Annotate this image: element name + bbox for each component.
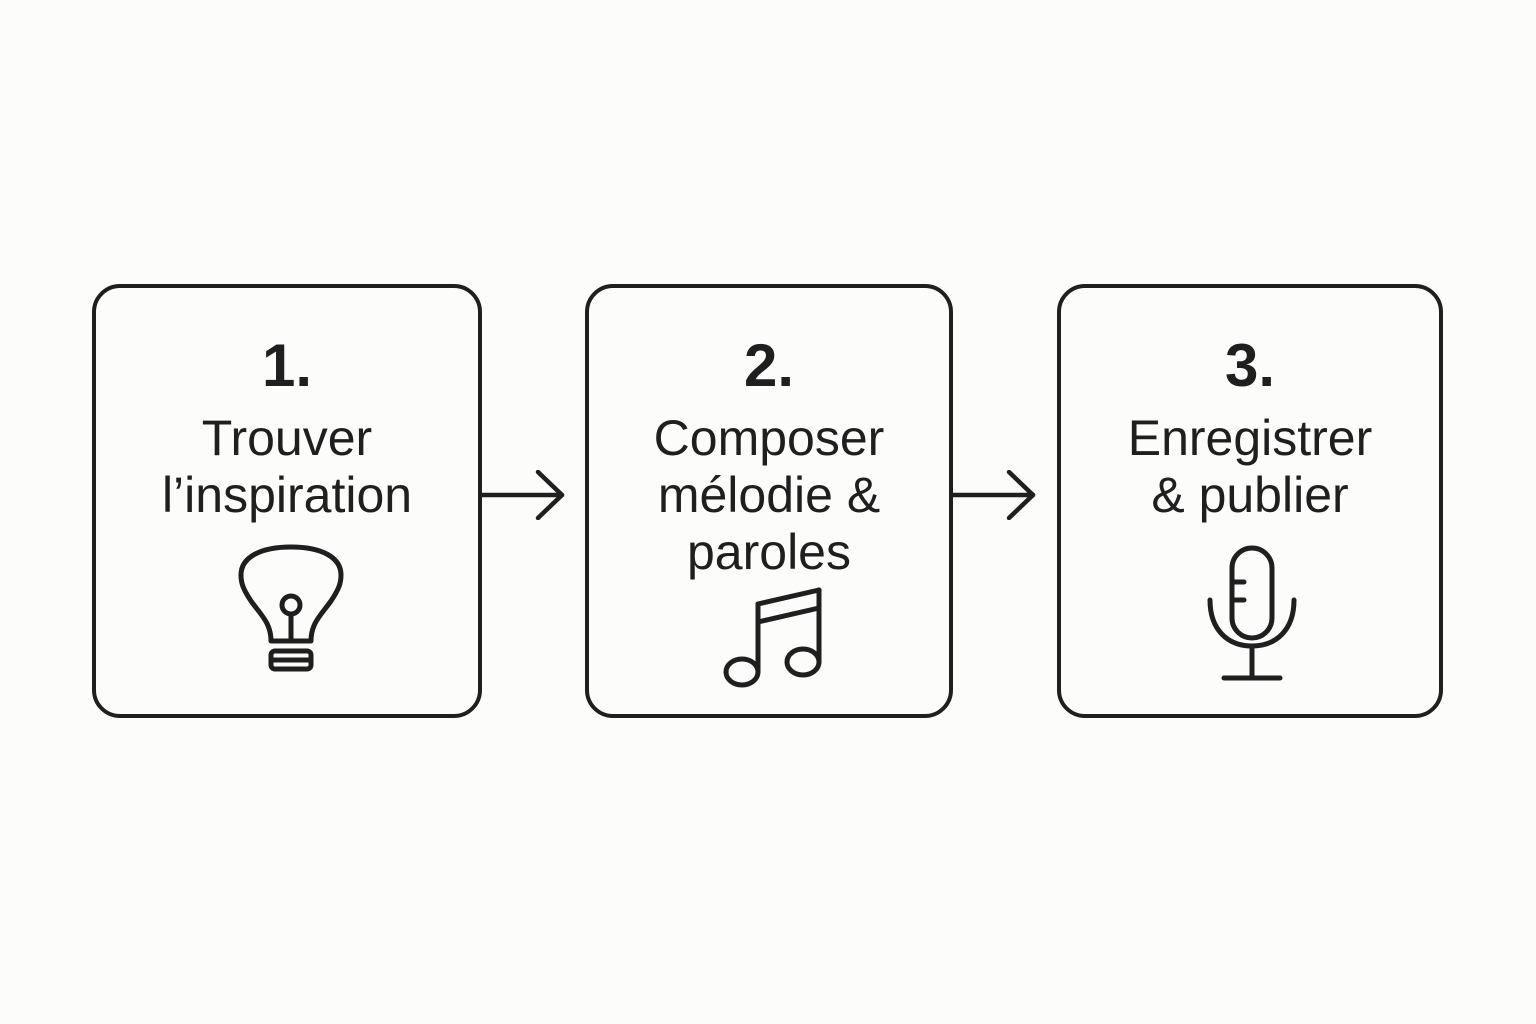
music-note-icon bbox=[723, 587, 822, 688]
step-title-line: mélodie & bbox=[657, 467, 881, 523]
step-title-line: Trouver bbox=[201, 410, 373, 466]
microphone-icon bbox=[1207, 545, 1297, 681]
arrow-right-icon bbox=[480, 470, 565, 520]
arrow-right-icon bbox=[951, 470, 1036, 520]
step-title-line: & publier bbox=[1151, 467, 1349, 523]
step-title: Enregistrer & publier bbox=[1061, 410, 1439, 524]
step-number: 3. bbox=[1224, 332, 1276, 399]
step-title-line: paroles bbox=[687, 524, 851, 580]
step-card-2: 2. Composer mélodie & paroles bbox=[585, 284, 953, 718]
step-title: Trouver l’inspiration bbox=[96, 410, 478, 524]
step-number: 2. bbox=[743, 332, 795, 399]
step-title-line: Enregistrer bbox=[1127, 410, 1373, 466]
step-title: Composer mélodie & paroles bbox=[589, 410, 949, 581]
step-title-line: l’inspiration bbox=[161, 467, 413, 523]
step-number: 1. bbox=[261, 332, 313, 399]
lightbulb-icon bbox=[238, 544, 344, 672]
step-title-line: Composer bbox=[653, 410, 885, 466]
step-card-1: 1. Trouver l’inspiration bbox=[92, 284, 482, 718]
step-card-3: 3. Enregistrer & publier bbox=[1057, 284, 1443, 718]
